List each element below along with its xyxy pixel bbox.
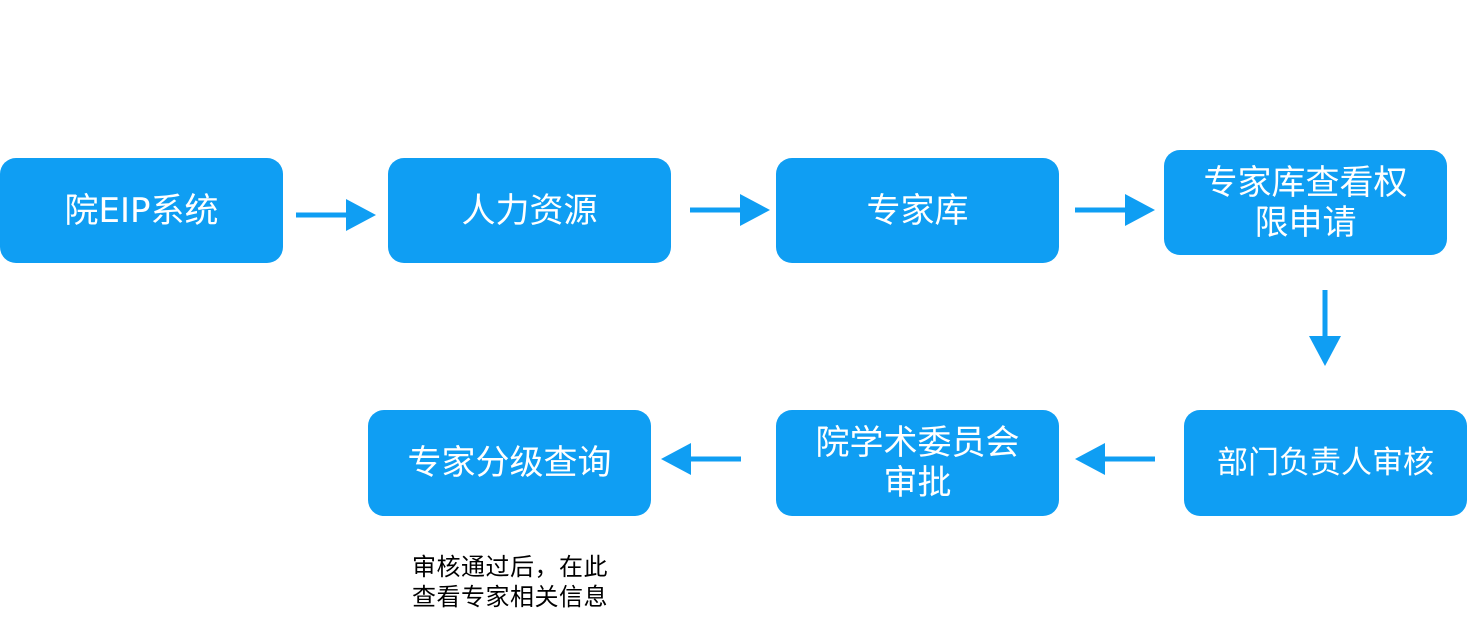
node-permission-application: 专家库查看权限申请 xyxy=(1164,150,1447,255)
arrow-right-icon xyxy=(296,199,376,231)
arrow-right-icon xyxy=(690,194,770,226)
arrow-left-icon xyxy=(661,443,741,475)
node-department-review: 部门负责人审核 xyxy=(1184,410,1467,516)
node-committee-approval: 院学术委员会审批 xyxy=(776,410,1059,516)
node-human-resources: 人力资源 xyxy=(388,158,671,263)
arrow-right-icon xyxy=(1075,194,1155,226)
node-expert-database: 专家库 xyxy=(776,158,1059,263)
arrow-down-icon xyxy=(1309,290,1341,366)
node-expert-query: 专家分级查询 xyxy=(368,410,651,516)
node-eip-system: 院EIP系统 xyxy=(0,158,283,263)
arrow-left-icon xyxy=(1075,443,1155,475)
note-text: 审核通过后，在此查看专家相关信息 xyxy=(412,553,608,611)
